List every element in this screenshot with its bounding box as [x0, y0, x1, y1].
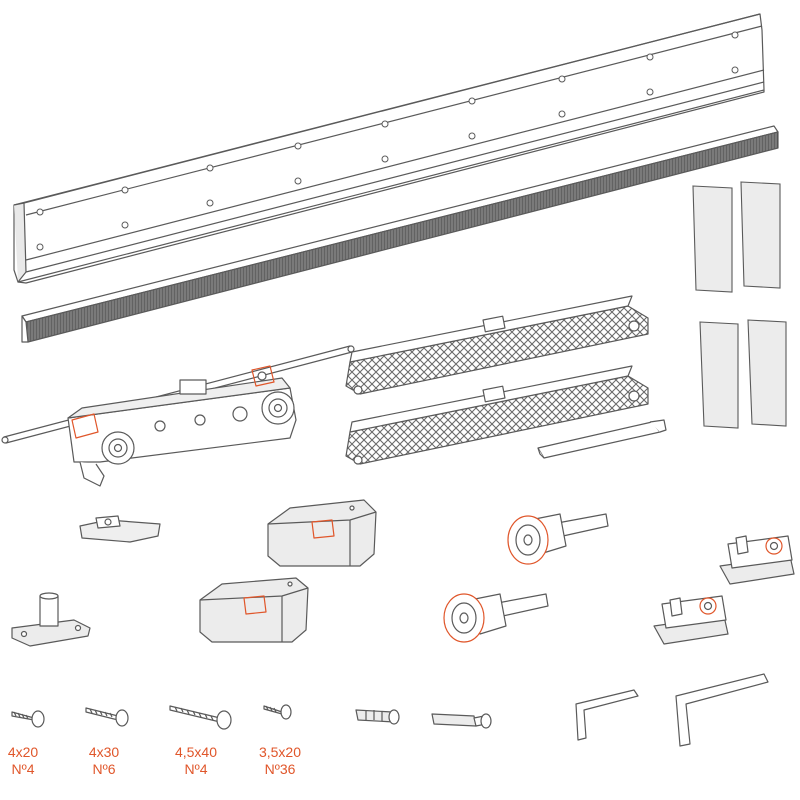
- screw-size-text: 4x30: [88, 744, 120, 760]
- rail-screw-holes: [36, 31, 739, 251]
- soft-close-damper-lower: [345, 365, 649, 465]
- guide-block-upper: [267, 499, 377, 567]
- screw-label-4x20: 4x20 Nº4: [0, 744, 63, 778]
- screw-4-5x40: [169, 705, 232, 730]
- screw-size-text: 4x20: [7, 744, 39, 760]
- guide-block-lower: [199, 577, 309, 643]
- screw-4x20: [11, 710, 45, 728]
- adhesive-pads: [692, 181, 787, 429]
- screw-count-text: Nº6: [92, 761, 116, 777]
- top-track-rail: [13, 13, 765, 284]
- plug-with-screw: [431, 713, 492, 729]
- screw-count-text: Nº36: [264, 761, 296, 777]
- screw-size-text: 4,5x40: [174, 744, 218, 760]
- screw-label-4-5x40: 4,5x40 Nº4: [156, 744, 236, 778]
- allen-key-large: [675, 673, 769, 747]
- screw-label-4x30: 4x30 Nº6: [64, 744, 144, 778]
- roller-carriage: [1, 345, 355, 487]
- activator-plate: [537, 419, 667, 459]
- soft-close-damper-upper: [345, 295, 649, 395]
- screw-3-5x20: [263, 704, 292, 720]
- brush-seal-strip: [21, 125, 779, 343]
- screw-size-text: 3,5x20: [258, 744, 302, 760]
- screw-count-text: Nº4: [184, 761, 208, 777]
- wall-plug: [355, 709, 400, 725]
- floor-roller-lower: [443, 593, 549, 643]
- pivot-pin-base: [11, 592, 91, 647]
- small-bracket: [79, 515, 161, 543]
- allen-key-small: [575, 689, 639, 741]
- screw-label-3-5x20: 3,5x20 Nº36: [240, 744, 320, 778]
- screw-4x30: [85, 707, 129, 727]
- end-stop-lower: [653, 595, 729, 645]
- screw-count-text: Nº4: [11, 761, 35, 777]
- floor-roller-upper: [507, 513, 609, 565]
- end-stop-upper: [719, 535, 795, 585]
